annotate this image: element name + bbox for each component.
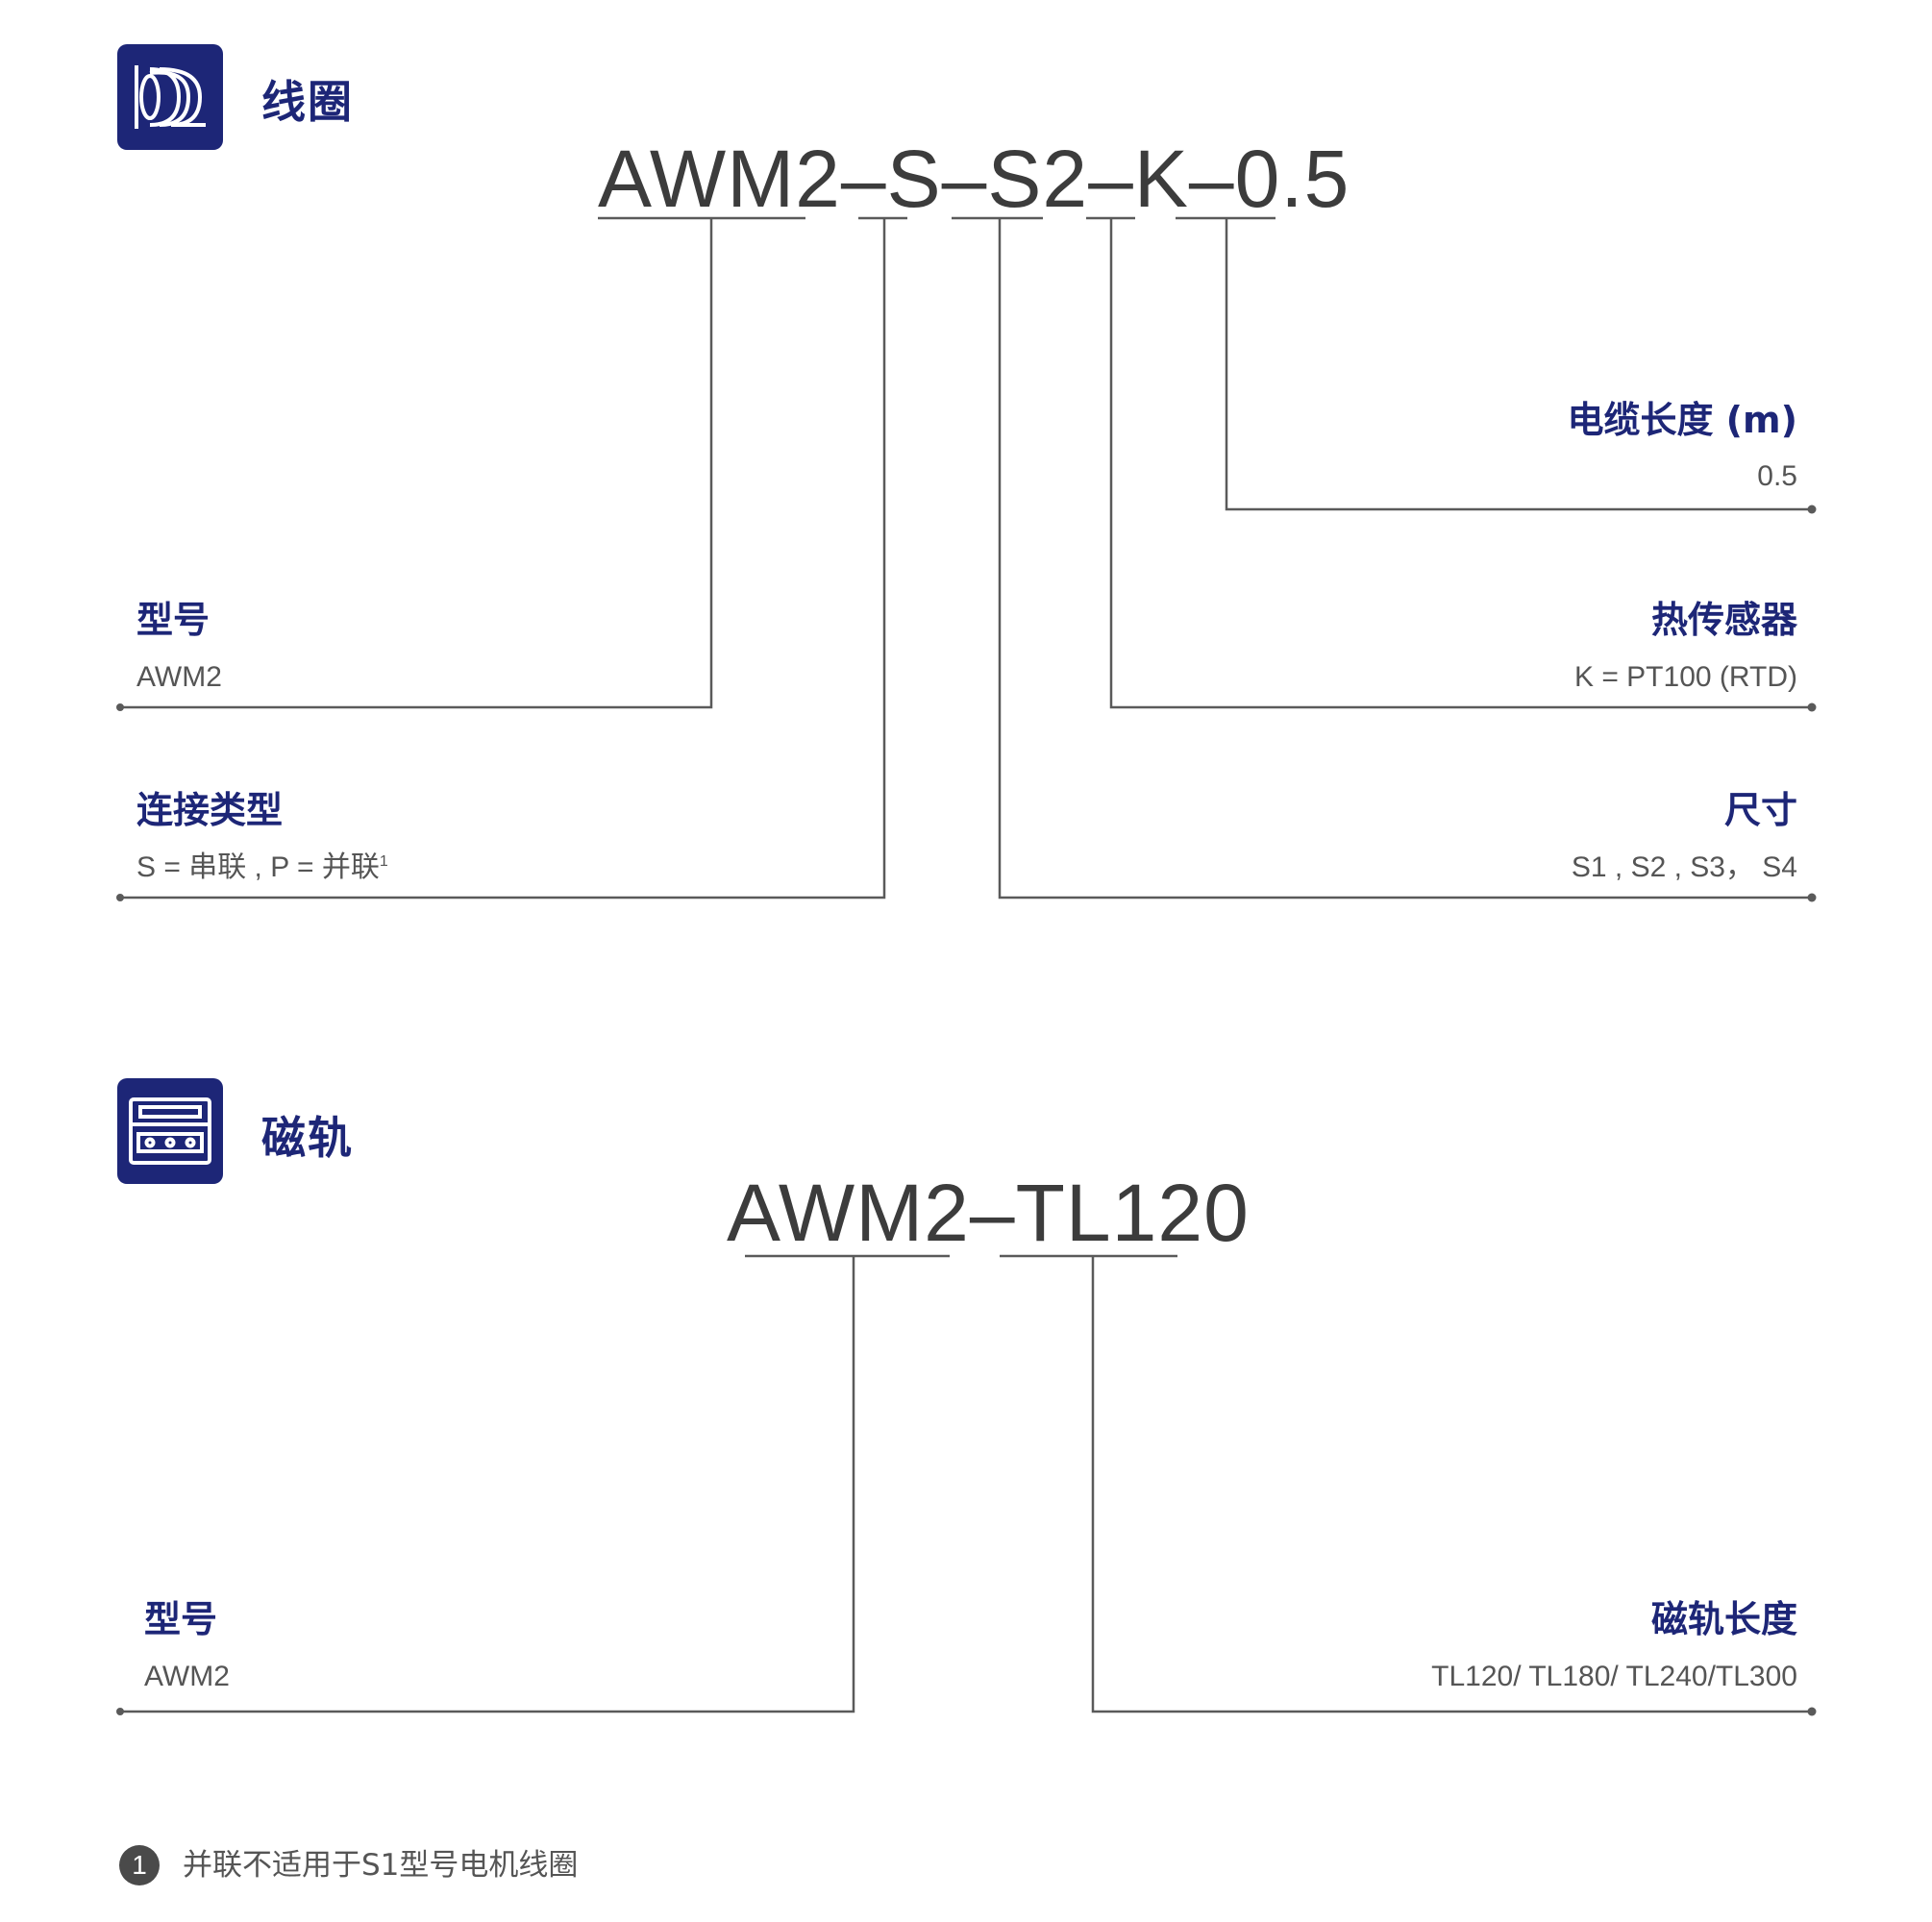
code-separator: –: [1088, 134, 1134, 224]
cable-length-value: 0.5: [1757, 460, 1797, 492]
track-length-value: TL120/ TL180/ TL240/TL300: [1431, 1661, 1797, 1692]
track-model-title: 型号: [144, 1598, 218, 1640]
coil-model-title: 型号: [136, 599, 211, 641]
code-part-track-length: TL120: [1015, 1168, 1250, 1258]
footnote-ref: 1: [379, 853, 388, 870]
footnote-text: 并联不适用于S1型号电机线圈: [183, 1848, 579, 1883]
footnote-number-badge: 1: [119, 1845, 160, 1885]
connection-type-title: 连接类型: [136, 789, 284, 831]
track-length-title: 磁轨长度: [1650, 1598, 1797, 1640]
code-part-sensor: K: [1133, 134, 1189, 224]
coil-model-code: AWM2–S–S2–K–0.5: [598, 133, 1350, 226]
track-model-code: AWM2–TL120: [727, 1167, 1250, 1260]
coil-icon: [117, 44, 223, 150]
size-title: 尺寸: [1723, 789, 1797, 831]
thermal-sensor-value: K = PT100 (RTD): [1573, 661, 1797, 693]
track-section-title: 磁轨: [261, 1112, 354, 1164]
connection-type-text: S = 串联 , P = 并联: [136, 851, 380, 883]
code-part-series: AWM2: [727, 1168, 970, 1258]
magnetic-track-icon: [117, 1078, 223, 1184]
cable-length-title: 电缆长度 (m): [1567, 399, 1797, 441]
code-part-series: AWM2: [598, 134, 841, 224]
connection-type-value: S = 串联 , P = 并联1: [136, 853, 388, 882]
code-part-cable-length: 0.5: [1234, 134, 1350, 224]
coil-section-title: 线圈: [261, 76, 354, 128]
track-model-value: AWM2: [144, 1661, 230, 1692]
thermal-sensor-title: 热传感器: [1650, 599, 1797, 641]
code-separator: –: [840, 134, 887, 224]
coil-model-value: AWM2: [136, 661, 222, 693]
size-value: S1 , S2 , S3， S4: [1571, 851, 1797, 883]
code-separator: –: [969, 1168, 1016, 1258]
code-part-connection: S: [886, 134, 942, 224]
code-part-size: S2: [987, 134, 1089, 224]
code-separator: –: [1188, 134, 1235, 224]
code-separator: –: [941, 134, 988, 224]
